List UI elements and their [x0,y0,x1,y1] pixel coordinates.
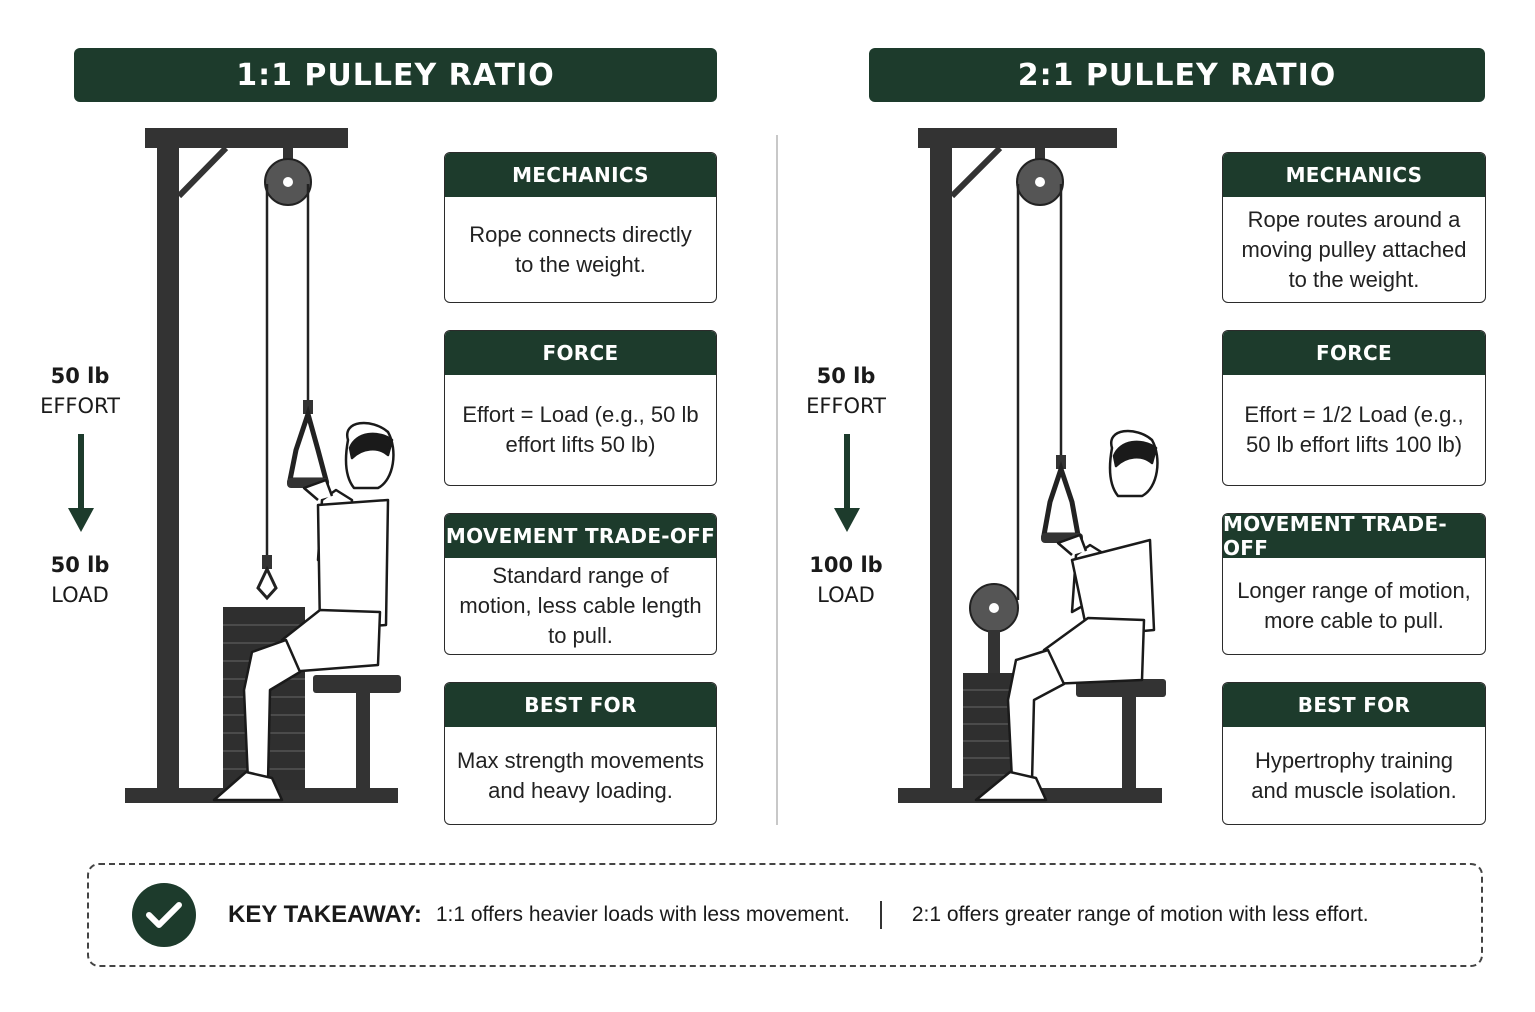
card-text: Rope connects directly to the weight. [469,221,692,277]
card-heading: MOVEMENT TRADE-OFF [1223,514,1485,560]
card-heading: MOVEMENT TRADE-OFF [445,514,716,558]
card-heading: FORCE [1223,331,1485,375]
right-cable-machine-illustration [898,128,1166,803]
card-heading: FORCE [445,331,716,375]
card-heading: MECHANICS [445,153,716,197]
card-text: Max strength movements and heavy loading… [457,747,704,803]
key-takeaway-box: KEY TAKEAWAY: 1:1 offers heavier loads w… [87,863,1483,967]
left-effort-label: 50 lb EFFORT [40,364,120,418]
left-cable-machine-illustration [125,128,401,803]
right-movement-card: MOVEMENT TRADE-OFF Longer range of motio… [1222,513,1486,655]
card-text: Standard range of motion, less cable len… [459,563,702,648]
left-title: 1:1 PULLEY RATIO [74,48,717,102]
card-text: Hypertrophy training and muscle isolatio… [1251,747,1457,803]
check-icon [132,883,196,947]
down-arrow-icon [68,434,94,532]
left-load-label: 50 lb LOAD [50,553,110,607]
takeaway-right-text: 2:1 offers greater range of motion with … [911,903,1369,926]
takeaway-label: KEY TAKEAWAY: [228,901,422,928]
left-mechanics-card: MECHANICS Rope connects directly to the … [444,152,717,303]
right-effort-label: 50 lb EFFORT [806,364,886,418]
left-best-for-card: BEST FOR Max strength movements and heav… [444,682,717,825]
pulley-icon [264,158,312,206]
right-force-card: FORCE Effort = 1/2 Load (e.g., 50 lb eff… [1222,330,1486,486]
pulley-icon [1016,158,1064,206]
right-mechanics-card: MECHANICS Rope routes around a moving pu… [1222,152,1486,303]
card-text: Effort = Load (e.g., 50 lb effort lifts … [462,402,699,457]
card-text: Longer range of motion, more cable to pu… [1237,578,1471,633]
right-title: 2:1 PULLEY RATIO [869,48,1485,102]
right-load-label: 100 lb LOAD [809,553,883,607]
takeaway-left-text: 1:1 offers heavier loads with less movem… [435,903,850,926]
panel-divider [776,135,778,825]
card-heading: MECHANICS [1223,153,1485,197]
card-heading: BEST FOR [445,683,716,727]
right-best-for-card: BEST FOR Hypertrophy training and muscle… [1222,682,1486,825]
left-movement-card: MOVEMENT TRADE-OFF Standard range of mot… [444,513,717,655]
card-text: Effort = 1/2 Load (e.g., 50 lb effort li… [1244,402,1464,457]
down-arrow-icon [834,434,860,532]
takeaway-separator [879,901,882,929]
card-text: Rope routes around a moving pulley attac… [1241,206,1467,292]
pulley-icon [969,583,1019,633]
left-force-card: FORCE Effort = Load (e.g., 50 lb effort … [444,330,717,486]
card-heading: BEST FOR [1223,683,1485,727]
